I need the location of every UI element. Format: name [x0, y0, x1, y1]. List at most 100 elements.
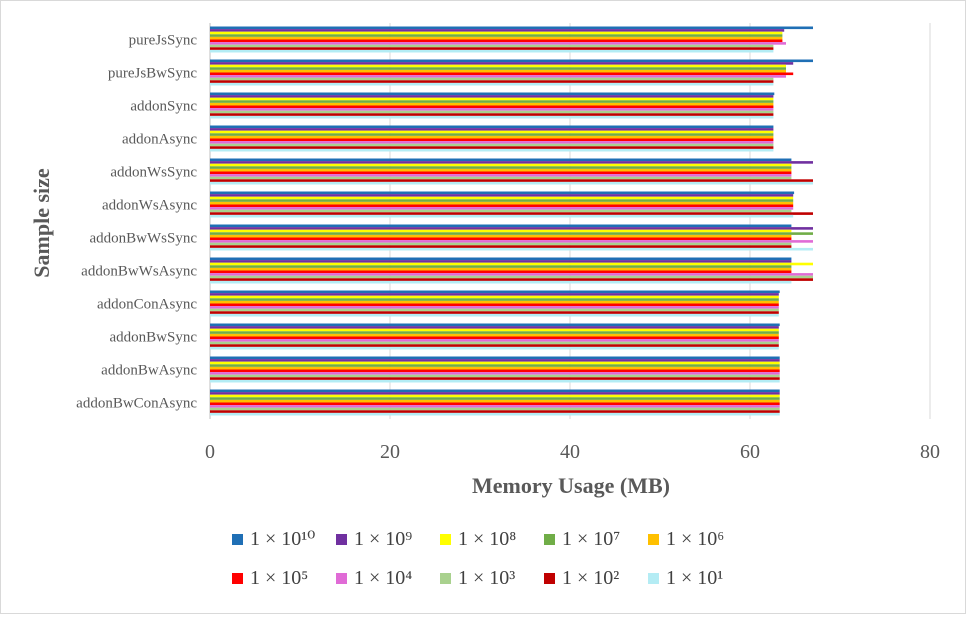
legend-swatch: [648, 573, 659, 584]
bar: [210, 138, 774, 142]
legend-label: 1 × 10⁸: [458, 528, 516, 550]
category-label: addonSync: [130, 99, 197, 115]
bar: [210, 201, 794, 205]
bar: [210, 72, 794, 76]
bar: [210, 234, 792, 238]
legend-swatch: [232, 573, 243, 584]
bar: [210, 247, 813, 251]
legend-item: 1 × 10⁶: [648, 528, 724, 550]
category-label: addonBwConAsync: [76, 396, 197, 412]
bar: [210, 308, 779, 312]
bars: [210, 26, 813, 416]
legend-item: 1 × 10⁴: [336, 567, 412, 589]
category-label: addonBwWsAsync: [81, 264, 197, 280]
bar: [210, 209, 792, 213]
bar: [210, 130, 774, 134]
category-label: addonWsAsync: [102, 198, 197, 214]
bar: [210, 181, 813, 185]
bar: [210, 207, 794, 210]
category-label: addonWsSync: [110, 165, 197, 181]
bar: [210, 214, 794, 218]
legend-label: 1 × 10⁹: [354, 528, 412, 550]
bar: [210, 39, 783, 43]
x-tick-label: 20: [380, 441, 400, 463]
category-label: pureJsBwSync: [108, 66, 198, 82]
bar: [210, 191, 795, 195]
bar: [210, 389, 780, 393]
bar: [210, 412, 780, 416]
bar: [210, 339, 779, 342]
bar: [210, 374, 780, 378]
legend-item: 1 × 10⁷: [544, 528, 620, 550]
bar: [210, 333, 779, 337]
bar: [210, 326, 779, 329]
legend-swatch: [544, 573, 555, 584]
bar: [210, 265, 792, 268]
bar: [210, 328, 779, 332]
bar: [210, 36, 783, 40]
legend-label: 1 × 10¹: [666, 567, 723, 589]
bar: [210, 313, 779, 317]
bar: [210, 359, 780, 362]
bar: [210, 278, 813, 281]
bar: [210, 392, 780, 395]
bar: [210, 34, 783, 37]
bar: [210, 356, 780, 360]
y-axis-title: Sample size: [29, 168, 54, 278]
legend: 1 × 10¹⁰ 1 × 10⁹ 1 × 10⁸ 1 × 10⁷ 1 × 10⁶ 1 × …: [232, 528, 724, 589]
bar: [210, 369, 780, 373]
bar: [210, 300, 779, 304]
bar: [210, 372, 780, 375]
bar: [210, 97, 774, 101]
bar: [210, 224, 792, 228]
bar: [210, 407, 780, 411]
bar: [210, 92, 775, 96]
legend-item: 1 × 10²: [544, 567, 619, 589]
bar: [210, 402, 780, 406]
legend-item: 1 × 10³: [440, 567, 515, 589]
bar: [210, 113, 774, 116]
legend-swatch: [440, 534, 451, 545]
category-label: addonAsync: [122, 132, 197, 148]
bar: [210, 158, 792, 162]
legend-swatch: [336, 573, 347, 584]
bar: [210, 346, 779, 350]
bar: [210, 125, 774, 129]
bar: [210, 242, 792, 246]
bar: [210, 102, 774, 106]
bar: [210, 29, 785, 32]
bar: [210, 174, 792, 177]
bar: [210, 331, 779, 334]
bar: [210, 399, 780, 403]
legend-label: 1 × 10⁴: [354, 567, 412, 589]
legend-label: 1 × 10¹⁰: [250, 528, 315, 550]
category-label: addonConAsync: [97, 297, 197, 313]
legend-label: 1 × 10⁶: [666, 528, 724, 550]
bar: [210, 168, 792, 172]
bar: [210, 394, 780, 398]
category-label: addonBwAsync: [101, 363, 197, 379]
bar: [210, 379, 780, 383]
bar: [210, 171, 792, 175]
bar: [210, 176, 792, 180]
legend-item: 1 × 10¹⁰: [232, 528, 315, 550]
category-label: addonBwWsSync: [90, 231, 198, 247]
bar: [210, 179, 813, 182]
bar: [210, 59, 813, 63]
legend-swatch: [232, 534, 243, 545]
bar: [210, 80, 774, 83]
bar: [210, 82, 774, 86]
bar: [210, 141, 774, 144]
bar: [210, 275, 813, 279]
bar: [210, 298, 779, 301]
bar: [210, 204, 794, 208]
bar: [210, 115, 774, 119]
legend-item: 1 × 10⁸: [440, 528, 516, 550]
bar: [210, 364, 780, 367]
bar: [210, 143, 774, 147]
bar: [210, 100, 774, 103]
legend-item: 1 × 10¹: [648, 567, 723, 589]
bar: [210, 295, 779, 299]
